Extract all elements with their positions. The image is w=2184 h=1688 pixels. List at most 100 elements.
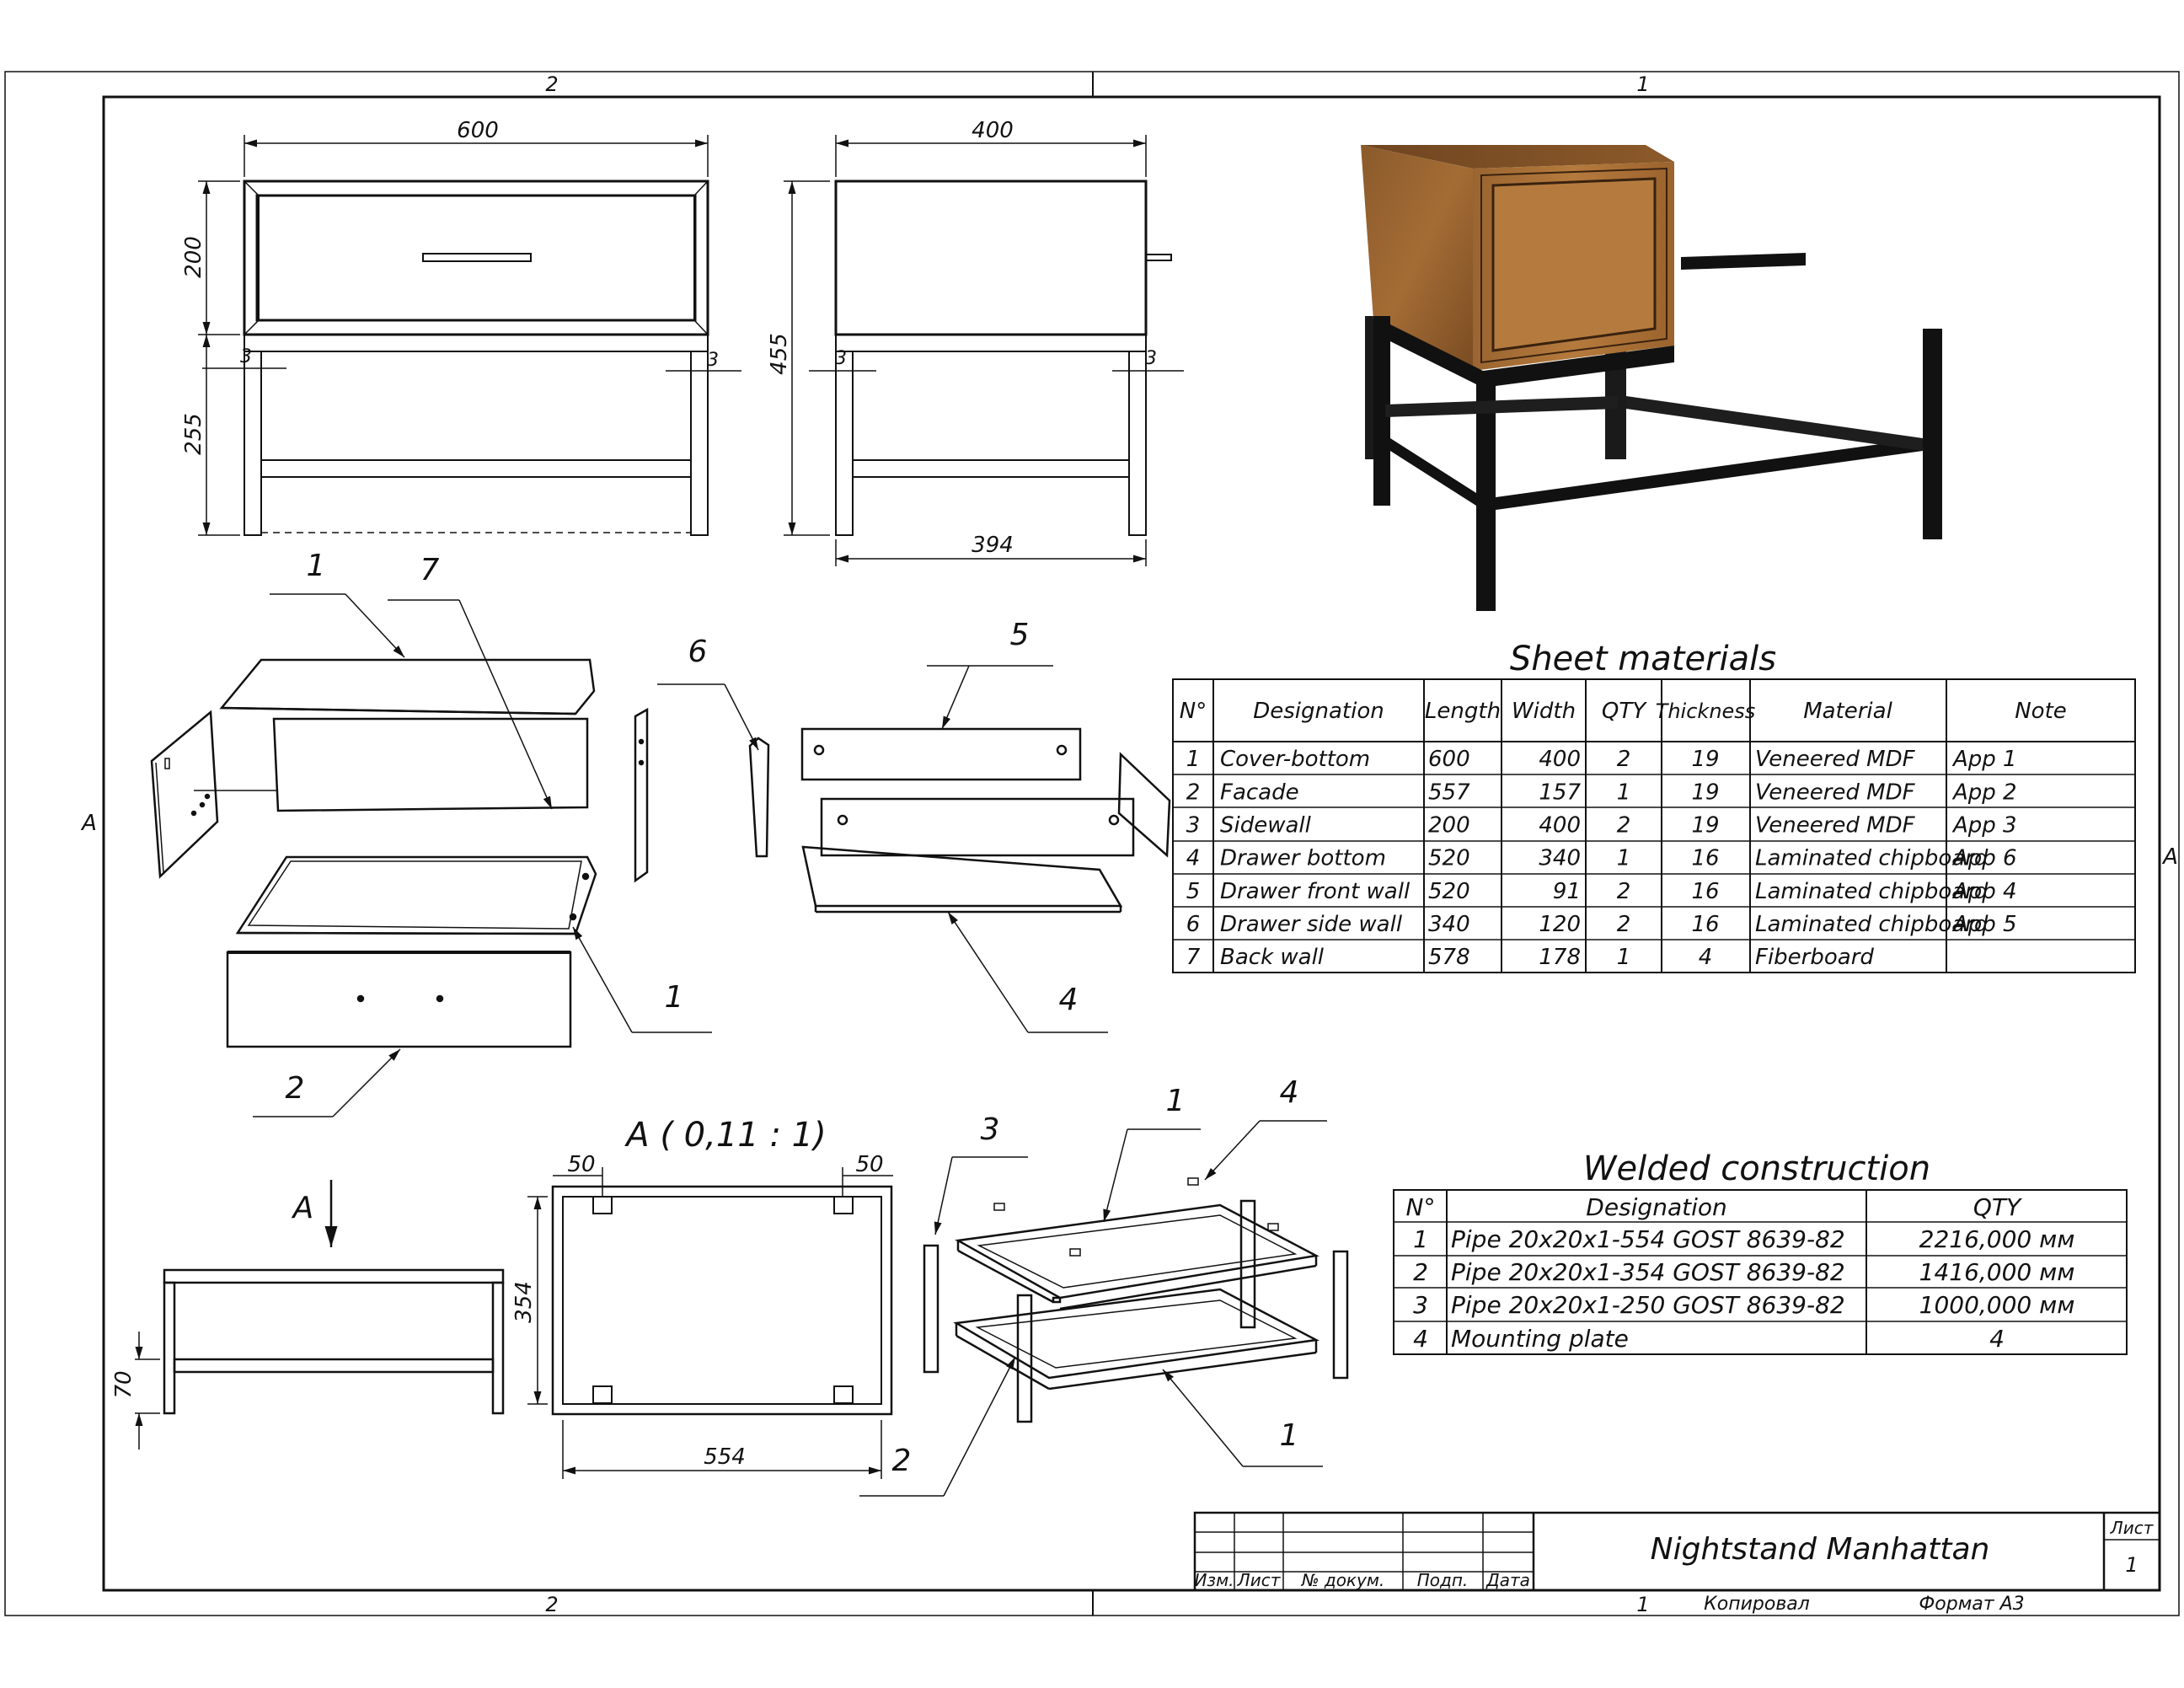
sm-cell-length: 520 — [1428, 879, 1470, 904]
front-view — [243, 180, 709, 536]
title-block-format: Формат А3 — [1919, 1594, 2024, 1615]
sm-cell-designation: Drawer side wall — [1220, 912, 1403, 937]
dim-front-bottom: 255 — [181, 413, 206, 455]
title-block-col-sign: Подп. — [1417, 1570, 1469, 1590]
callout-1-frame-top: 1 — [1166, 1084, 1186, 1118]
sm-cell-note: App 4 — [1951, 879, 2017, 904]
sm-cell-length: 200 — [1428, 812, 1470, 838]
sm-header-designation: Designation — [1253, 699, 1384, 724]
sm-header-thickness: Thickness — [1656, 699, 1756, 723]
sm-cell-no: 5 — [1186, 879, 1201, 904]
sm-header-no: N° — [1180, 699, 1207, 724]
sm-cell-note: App 6 — [1951, 846, 2017, 871]
sm-cell-width: 400 — [1539, 812, 1581, 838]
sm-cell-width: 400 — [1539, 747, 1581, 772]
sm-cell-designation: Facade — [1220, 780, 1299, 805]
sm-header-qty: QTY — [1602, 699, 1647, 724]
sm-cell-thickness: 4 — [1699, 945, 1713, 970]
sm-cell-thickness: 19 — [1691, 747, 1719, 772]
welded-title: Welded construction — [1583, 1149, 1930, 1188]
exploded-welded-frame — [923, 1177, 1349, 1423]
callout-4-drawer: 4 — [1059, 983, 1079, 1017]
wc-cell-no: 2 — [1413, 1258, 1428, 1286]
dim-plan-50-right: 50 — [855, 1152, 883, 1177]
exploded-cabinet — [150, 658, 649, 1048]
dim-plan-50-left: 50 — [567, 1152, 595, 1177]
wc-cell-qty: 4 — [1989, 1325, 2005, 1353]
dim-side-inset-left: 3 — [835, 348, 847, 369]
title-block-col-doc: № докум. — [1301, 1570, 1385, 1590]
wc-cell-designation: Pipe 20x20x1-354 GOST 8639-82 — [1451, 1258, 1845, 1286]
sheet-frame — [4, 71, 2180, 1616]
sm-cell-material: Veneered MDF — [1755, 747, 1916, 772]
sm-cell-thickness: 19 — [1691, 780, 1719, 805]
callout-7: 7 — [420, 553, 440, 587]
title-block-sheet-label: Лист — [2110, 1518, 2155, 1538]
sm-cell-qty: 2 — [1617, 812, 1631, 838]
sm-cell-note: App 5 — [1951, 912, 2017, 937]
callout-6: 6 — [688, 635, 708, 669]
sm-cell-material: Laminated chipboard — [1755, 846, 1989, 871]
wc-cell-designation: Pipe 20x20x1-250 GOST 8639-82 — [1451, 1291, 1845, 1319]
sheet-materials-table — [1172, 678, 2136, 973]
sheet-materials-header: N° Designation Length Width QTY Thicknes… — [1180, 699, 2067, 724]
title-block-sheet-number: 1 — [2125, 1553, 2138, 1577]
exploded-drawer — [748, 727, 1171, 914]
zone-label-bottom-left: 2 — [545, 1593, 558, 1616]
dim-plan-554: 554 — [704, 1444, 746, 1470]
wc-cell-qty: 2216,000 мм — [1919, 1225, 2075, 1253]
dim-side-inset-right: 3 — [1145, 348, 1157, 369]
callout-4-plate: 4 — [1280, 1075, 1299, 1110]
side-view-dimensions — [784, 135, 1184, 566]
sm-cell-material: Fiberboard — [1755, 945, 1874, 970]
sm-cell-note: App 3 — [1951, 812, 2017, 838]
title-block-name: Nightstand Manhattan — [1651, 1532, 1990, 1567]
callout-2-pipe: 2 — [892, 1444, 912, 1478]
sm-cell-qty: 1 — [1617, 945, 1631, 970]
sm-cell-material: Laminated chipboard — [1755, 879, 1989, 904]
view-a-elevation — [135, 1268, 505, 1450]
dim-front-inset-right: 3 — [707, 350, 719, 371]
nightstand-render — [1361, 145, 1942, 611]
zone-label-bottom-right: 1 — [1636, 1593, 1649, 1616]
callout-2-facade: 2 — [286, 1071, 305, 1106]
sm-cell-thickness: 16 — [1691, 912, 1719, 937]
title-block — [1193, 1511, 2161, 1592]
dim-front-top: 200 — [181, 236, 206, 278]
sm-cell-thickness: 19 — [1691, 812, 1719, 838]
sm-cell-qty: 1 — [1617, 846, 1631, 871]
front-view-dimensions — [198, 135, 741, 536]
welded-header-qty: QTY — [1973, 1193, 2022, 1221]
sm-cell-length: 520 — [1428, 846, 1470, 871]
zone-label-top-left: 2 — [545, 72, 558, 96]
callout-leaders-upper — [194, 593, 1108, 1117]
callout-3-pipe: 3 — [981, 1112, 1000, 1147]
sm-cell-length: 557 — [1428, 780, 1470, 805]
sm-header-material: Material — [1803, 699, 1892, 724]
sm-cell-thickness: 16 — [1691, 846, 1719, 871]
callout-leaders-lower — [859, 1120, 1327, 1497]
sm-cell-width: 120 — [1539, 912, 1581, 937]
sheet-materials-title: Sheet materials — [1510, 640, 1776, 678]
view-a-plan — [527, 1167, 893, 1479]
sm-cell-designation: Sidewall — [1220, 812, 1312, 838]
sm-cell-qty: 2 — [1617, 747, 1631, 772]
sm-cell-no: 6 — [1186, 912, 1201, 937]
sm-cell-designation: Drawer front wall — [1220, 879, 1410, 904]
title-block-copied: Копировал — [1704, 1594, 1810, 1615]
sm-cell-no: 1 — [1186, 747, 1201, 772]
side-view — [834, 180, 1172, 536]
sm-cell-note: App 2 — [1951, 780, 2017, 805]
sm-cell-qty: 2 — [1617, 912, 1631, 937]
sm-cell-material: Laminated chipboard — [1755, 912, 1989, 937]
sm-cell-width: 91 — [1553, 879, 1581, 904]
wc-cell-no: 3 — [1413, 1291, 1428, 1319]
sm-header-note: Note — [2015, 699, 2067, 724]
sm-cell-qty: 2 — [1617, 879, 1631, 904]
dim-plan-354: 354 — [511, 1281, 537, 1323]
sm-cell-length: 600 — [1428, 747, 1470, 772]
zone-label-left: A — [80, 811, 97, 836]
wc-cell-no: 4 — [1413, 1325, 1428, 1353]
